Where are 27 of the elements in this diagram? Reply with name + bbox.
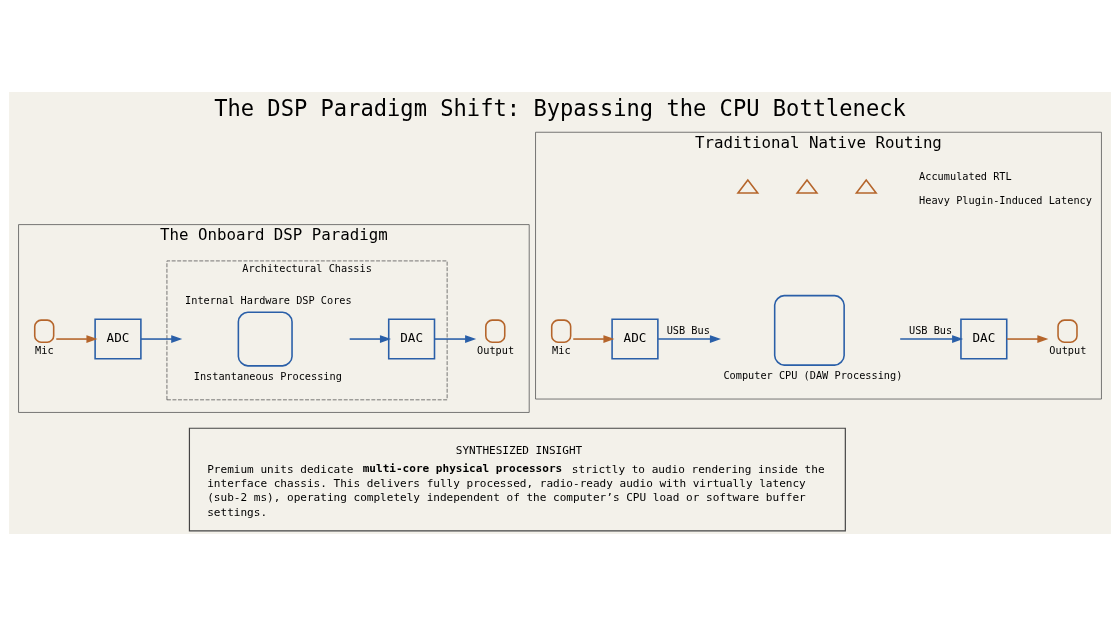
node-box: ADC: [94, 318, 142, 360]
arrow: [657, 334, 721, 343]
node-label: Output: [1049, 343, 1087, 356]
arrow: [348, 334, 391, 343]
edge-label: USB Bus: [908, 323, 953, 336]
node-box: DAC: [960, 318, 1008, 360]
node-label: Mic: [552, 343, 571, 356]
node-box: [773, 294, 845, 366]
arrow: [55, 334, 98, 343]
node-label: Internal Hardware DSP Cores: [185, 293, 352, 306]
node-label: Computer CPU (DAW Processing): [723, 368, 903, 381]
edge-label: USB Bus: [666, 323, 710, 336]
node-label: Heavy Plugin-Induced Latency: [919, 193, 1092, 206]
node-label: Instantaneous Processing: [193, 369, 342, 382]
node-box-text: [237, 310, 293, 367]
node-label: Accumulated RTL: [919, 169, 1012, 182]
node-box: DAC: [387, 318, 436, 360]
node-box: ADC: [611, 318, 659, 360]
node-box: SYNTHESIZED INSIGHT Premium units dedicate multi-core physical processors strictly to audio rendering inside the interface chassis. This delivers fully processed, radio-ready audio with virtually latency (sub-2 ms), operating completely independent of the computer’s CPU load or software buffer settings.: [188, 427, 846, 531]
arrow: [1006, 334, 1049, 343]
arrow: [140, 334, 183, 343]
arrow: [899, 334, 964, 343]
node-label: Mic: [35, 343, 54, 356]
node-label: Output: [477, 343, 515, 356]
arrow: [572, 334, 615, 343]
diagram-title: The DSP Paradigm Shift: Bypassing the CPU Bottleneck: [214, 94, 906, 121]
arrow: [434, 334, 477, 343]
